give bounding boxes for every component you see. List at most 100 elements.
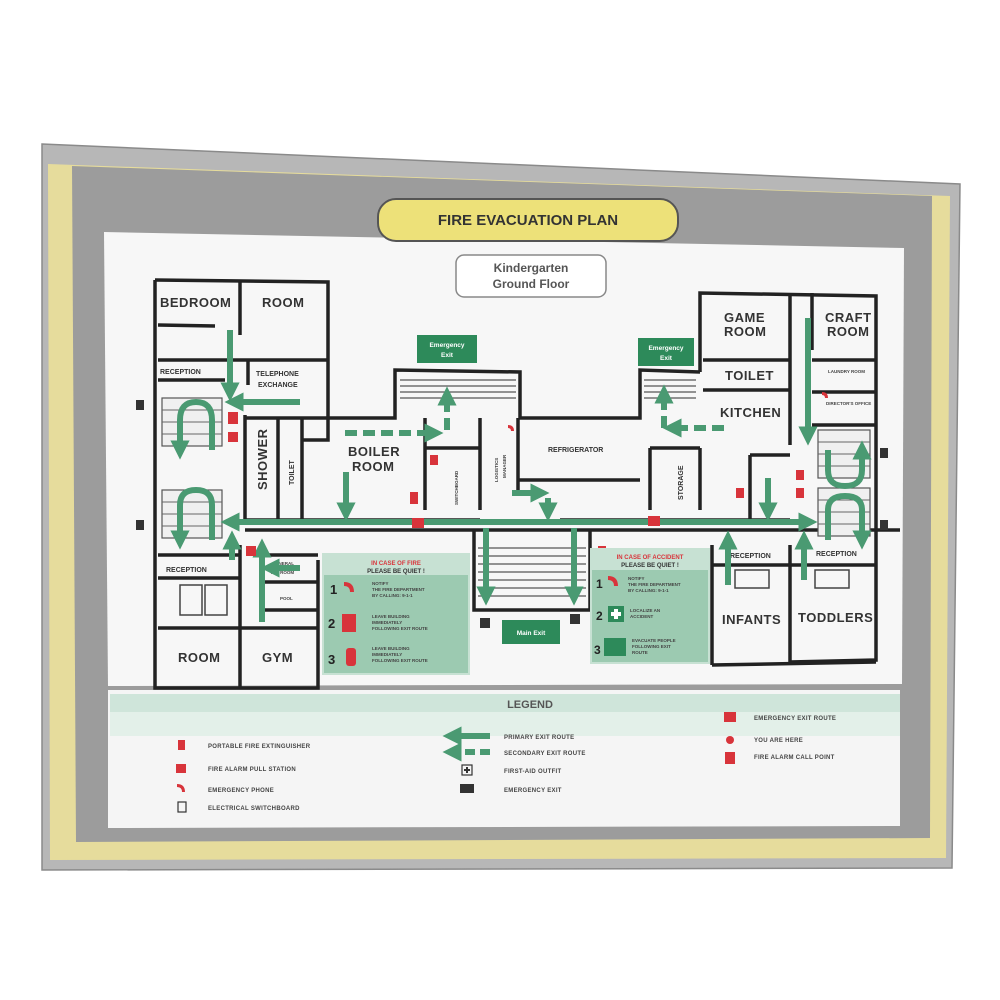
- exit-door-icons: [136, 400, 888, 628]
- accident-box-subtitle: PLEASE BE QUIET !: [621, 563, 679, 569]
- legend-label-exit-route: EMERGENCY EXIT ROUTE: [754, 716, 836, 722]
- accident-step-1-number: 1: [596, 577, 603, 591]
- legend: LEGEND PORTABLE FIRE EXTINGUISHER FIRE A…: [110, 694, 900, 813]
- legend-label-switchboard: ELECTRICAL SWITCHBOARD: [208, 806, 300, 812]
- room-storage: STORAGE: [678, 465, 685, 500]
- legend-label-secondary-route: SECONDARY EXIT ROUTE: [504, 751, 586, 757]
- emergency-exit-right-line1: Emergency: [648, 345, 683, 352]
- first-aid-icon: [608, 606, 624, 622]
- emergency-exit-sign-left: [417, 335, 477, 363]
- electrical-switchboard-icon: [177, 801, 187, 813]
- room-general: GENERAL: [272, 561, 294, 566]
- room-logistics-manager: MANAGER: [502, 454, 507, 478]
- legend-label-extinguisher: PORTABLE FIRE EXTINGUISHER: [208, 744, 311, 750]
- room-boiler-room: ROOM: [352, 459, 394, 474]
- fire-box-title: IN CASE OF FIRE: [371, 561, 421, 567]
- fire-step-2-line2: IMMEDIATELY: [372, 620, 402, 625]
- legend-label-first-aid: FIRST-AID OUTFIT: [504, 769, 561, 775]
- accident-step-3-line2: FOLLOWING EXIT: [632, 644, 671, 649]
- room-boiler: BOILER: [348, 444, 400, 459]
- fire-extinguisher-icon: [178, 740, 185, 750]
- building-name: Kindergarten: [494, 261, 569, 275]
- emergency-exit-icon: [460, 784, 474, 793]
- emergency-exit-sign-right: [638, 338, 694, 366]
- evacuation-routes: [170, 318, 872, 622]
- accident-step-3-line3: ROUTE: [632, 650, 648, 655]
- room-telephone-exchange: EXCHANGE: [258, 382, 298, 389]
- accident-step-2-number: 2: [596, 609, 603, 623]
- room-telephone: TELEPHONE: [256, 371, 299, 378]
- room-toddlers: TODDLERS: [798, 610, 873, 625]
- accident-phone-icon: [608, 576, 618, 586]
- room-game-room: ROOM: [724, 324, 766, 339]
- room-reception-left-top: RECEPTION: [160, 369, 201, 376]
- accident-step-1-line2: THE FIRE DEPARTMENT: [628, 582, 681, 587]
- room-gym: GYM: [262, 650, 293, 665]
- fire-instructions-box: IN CASE OF FIRE PLEASE BE QUIET ! 1 NOTI…: [322, 553, 470, 675]
- room-infants: INFANTS: [722, 612, 781, 627]
- main-exit-sign: [502, 620, 560, 644]
- room-shower: SHOWER: [255, 428, 270, 490]
- emergency-exit-left-line2: Exit: [441, 352, 454, 359]
- accident-box-title: IN CASE OF ACCIDENT: [617, 555, 684, 561]
- room-pool: POOL: [280, 596, 293, 601]
- legend-label-call-point: FIRE ALARM CALL POINT: [754, 755, 835, 761]
- fire-step-3-number: 3: [328, 652, 335, 667]
- accident-step-1-line3: BY CALLING: 9-1-1: [628, 588, 669, 593]
- fire-step-2-line3: FOLLOWING EXIT ROUTE: [372, 626, 428, 631]
- main-exit-label: Main Exit: [517, 630, 546, 637]
- room-reception-toddlers: RECEPTION: [816, 551, 857, 558]
- room-laundry: LAUNDRY ROOM: [828, 369, 865, 374]
- fire-step-1-line3: BY CALLING: 9-1-1: [372, 593, 413, 598]
- accident-step-3-number: 3: [594, 643, 601, 657]
- legend-label-primary-route: PRIMARY EXIT ROUTE: [504, 735, 574, 741]
- room-bottom-left: ROOM: [178, 650, 220, 665]
- room-toilet-left: TOILET: [289, 460, 296, 485]
- room-switchboard: SWITCHBOARD: [454, 470, 459, 505]
- room-kitchen: KITCHEN: [720, 405, 781, 420]
- room-top-left: ROOM: [262, 295, 304, 310]
- fire-step-3-line2: IMMEDIATELY: [372, 652, 402, 657]
- room-bedroom: BEDROOM: [160, 295, 231, 310]
- room-reception-infants: RECEPTION: [730, 553, 771, 560]
- accident-step-3-line1: EVACUATE PEOPLE: [632, 638, 676, 643]
- accident-step-2-line1: LOCALIZE AN: [630, 608, 660, 613]
- phone-icon: [344, 582, 354, 592]
- fire-box-subtitle: PLEASE BE QUIET !: [367, 569, 425, 575]
- room-toilet-right: TOILET: [725, 368, 774, 383]
- legend-label-pull-station: FIRE ALARM PULL STATION: [208, 767, 296, 773]
- title-banner: [377, 198, 679, 242]
- you-are-here-icon: [726, 736, 734, 744]
- accident-step-2-line2: ACCIDENT: [630, 614, 654, 619]
- room-tea-room: TEA ROOM: [270, 570, 294, 575]
- fire-step-1-line1: NOTIFY: [372, 581, 389, 586]
- accident-instructions-box: IN CASE OF ACCIDENT PLEASE BE QUIET ! 1 …: [590, 548, 710, 664]
- legend-label-emergency-exit: EMERGENCY EXIT: [504, 788, 562, 794]
- fire-step-3-line1: LEAVE BUILDING: [372, 646, 410, 651]
- room-reception-left-bottom: RECEPTION: [166, 567, 207, 574]
- fire-extinguisher-step-icon: [346, 648, 356, 666]
- fire-step-3-line3: FOLLOWING EXIT ROUTE: [372, 658, 428, 663]
- emergency-exit-left-line1: Emergency: [429, 342, 464, 349]
- fire-alarm-call-point-icon: [725, 752, 735, 764]
- room-craft: CRAFT: [825, 310, 872, 325]
- room-craft-room: ROOM: [827, 324, 869, 339]
- fire-step-2-number: 2: [328, 616, 335, 631]
- fire-alarm-pull-station-icon: [176, 764, 186, 773]
- accident-step-1-line1: NOTIFY: [628, 576, 645, 581]
- fire-step-1-number: 1: [330, 582, 337, 597]
- room-refrigerator: REFRIGERATOR: [548, 447, 603, 454]
- fire-flame-icon: [342, 614, 356, 632]
- room-game: GAME: [724, 310, 765, 325]
- evacuate-people-icon: [604, 638, 626, 656]
- subtitle-box: [455, 254, 607, 298]
- legend-label-phone: EMERGENCY PHONE: [208, 788, 274, 794]
- emergency-exit-right-line2: Exit: [660, 355, 673, 362]
- plan-title: FIRE EVACUATION PLAN: [438, 212, 618, 229]
- room-logistics: LOGISTICS: [494, 458, 499, 482]
- floor-name: Ground Floor: [493, 277, 570, 291]
- fire-step-2-line1: LEAVE BUILDING: [372, 614, 410, 619]
- legend-label-you-are-here: YOU ARE HERE: [754, 738, 803, 744]
- emergency-phone-icon: [177, 784, 185, 792]
